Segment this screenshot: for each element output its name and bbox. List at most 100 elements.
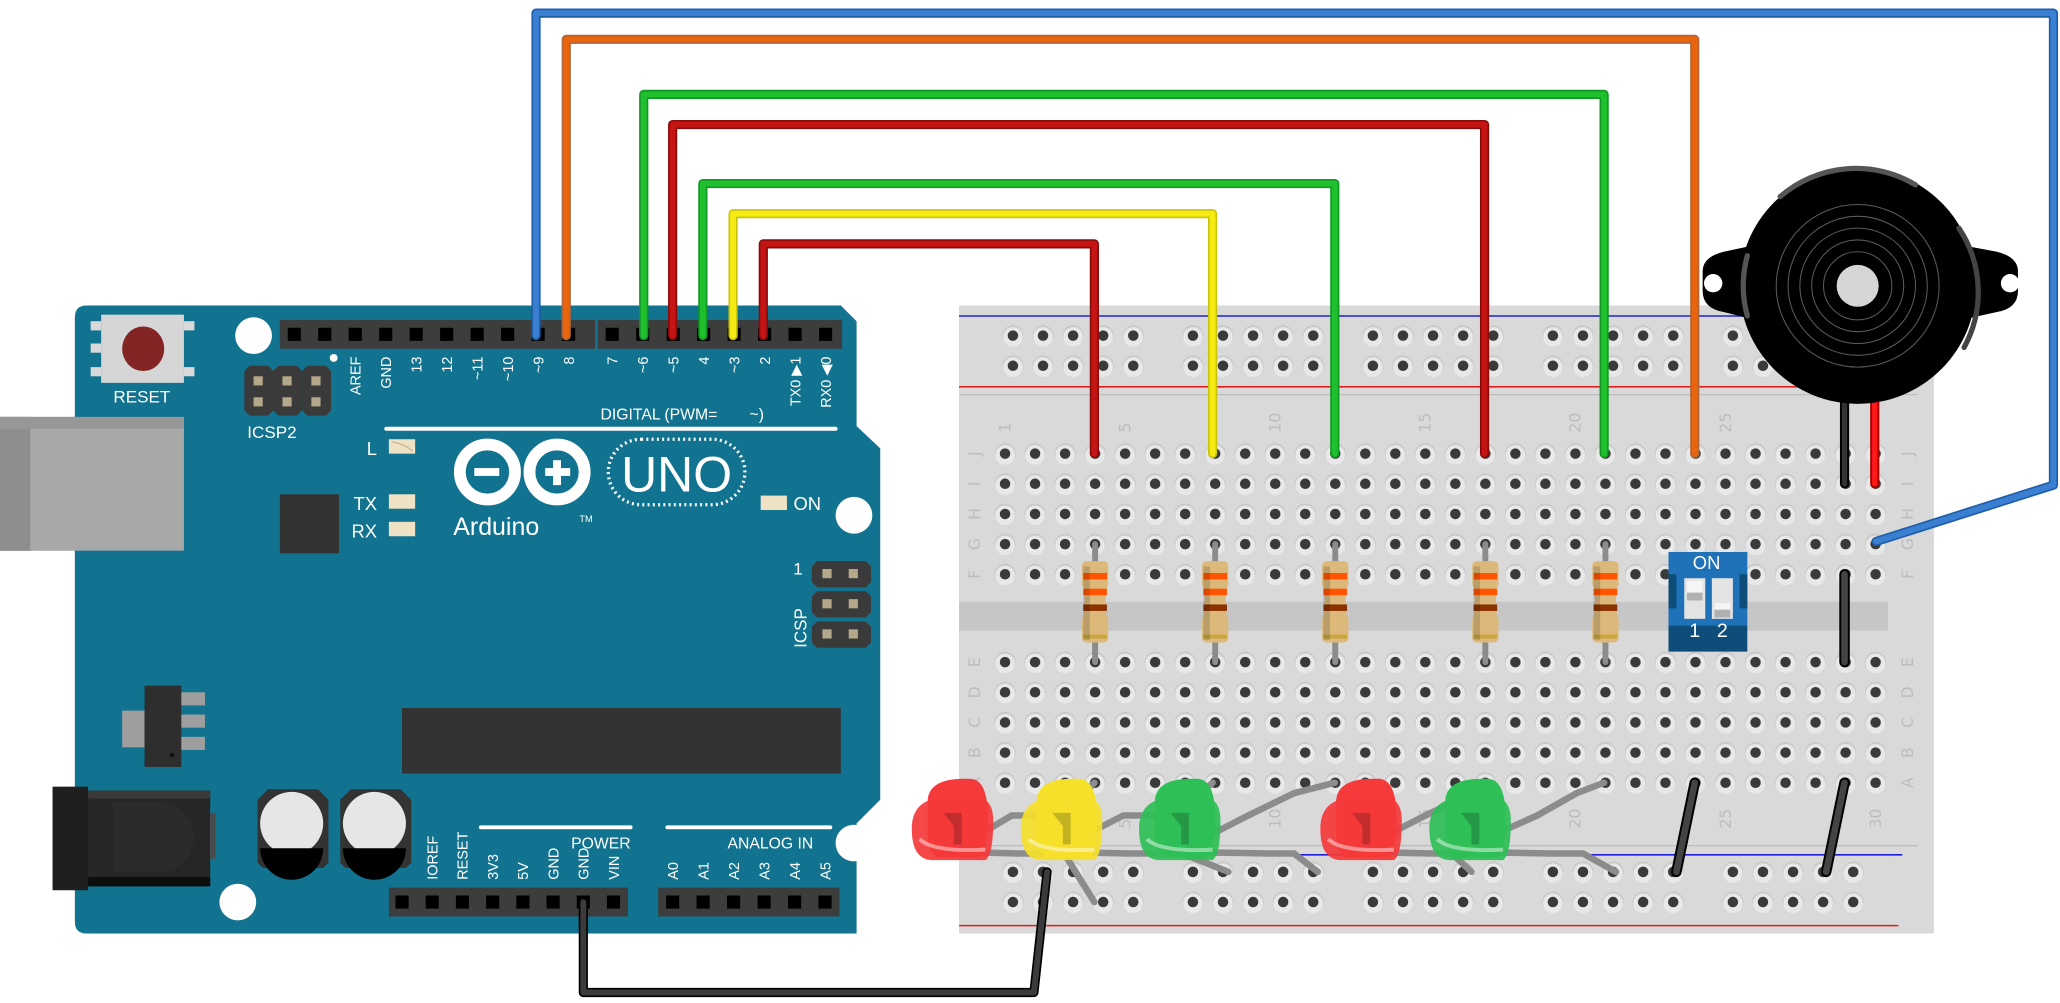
row-label: J: [965, 451, 984, 457]
resistor-band: [1203, 588, 1228, 596]
mounting-hole: [835, 824, 873, 862]
resistor-band: [1323, 604, 1348, 611]
wire-gnd-black: [578, 867, 1052, 998]
header-pin[interactable]: [425, 895, 439, 909]
voltage-regulator: [122, 685, 205, 767]
digital-header-right: [597, 319, 843, 349]
arduino-logo: [453, 438, 591, 506]
header-pin[interactable]: [546, 895, 560, 909]
wire-pin8-orange: [561, 34, 1700, 459]
header-pin[interactable]: [470, 327, 484, 341]
led-red: [911, 778, 994, 861]
row-label: H: [1898, 508, 1917, 520]
header-pin[interactable]: [666, 895, 680, 909]
row-label: B: [1898, 747, 1917, 758]
microcontroller-chip: [402, 708, 841, 774]
resistor-band: [1083, 572, 1107, 580]
header-pin[interactable]: [516, 895, 530, 909]
analog-pin-label: A2: [727, 862, 743, 880]
header-pin[interactable]: [818, 895, 832, 909]
row-label: E: [965, 657, 984, 667]
header-pin[interactable]: [287, 327, 301, 341]
jumper-wires-black: [1671, 569, 1850, 878]
icsp-label: ICSP: [792, 608, 811, 648]
led-green: [1429, 778, 1511, 861]
resistor-band: [1323, 634, 1348, 639]
header-pin[interactable]: [696, 895, 710, 909]
digital-header-label: DIGITAL (PWM=: [600, 407, 717, 424]
row-label: I: [1898, 481, 1917, 486]
row-label: G: [965, 538, 984, 550]
mounting-hole: [219, 883, 257, 921]
row-label: A: [1898, 777, 1917, 788]
analog-pin-label: A3: [757, 862, 773, 880]
wire-pin2-red: [758, 239, 1099, 459]
buzzer-center: [1836, 264, 1879, 307]
resistor-band: [1203, 634, 1228, 639]
power-header-label: POWER: [571, 835, 631, 852]
column-label: 5: [1115, 423, 1134, 433]
header-pin[interactable]: [788, 895, 802, 909]
row-label: D: [1898, 686, 1917, 698]
power-pin-label: 5V: [516, 862, 532, 880]
led-on-label: ON: [794, 493, 822, 514]
resistor-band: [1593, 572, 1618, 580]
digital-pin-label: ~10: [501, 357, 517, 381]
wire-pin9-blue: [531, 8, 2059, 547]
row-label: C: [1898, 717, 1917, 728]
digital-pin-label: 12: [440, 357, 456, 373]
analog-pin-label: A5: [818, 862, 834, 880]
resistor-band: [1083, 634, 1107, 639]
header-pin[interactable]: [788, 327, 802, 341]
header-pin[interactable]: [606, 895, 621, 909]
led-l: [388, 439, 416, 454]
resistor-band: [1593, 604, 1618, 611]
resistor-band: [1473, 634, 1498, 639]
icsp2-header: [244, 354, 338, 416]
header-pin[interactable]: [455, 895, 470, 909]
dip-switch-label-2: 2: [1717, 620, 1728, 642]
digital-pin-label: RX0 ◀0: [819, 357, 835, 408]
header-pin[interactable]: [379, 327, 393, 341]
header-pin[interactable]: [409, 327, 423, 341]
dip-switch-toggle-2[interactable]: [1711, 578, 1733, 619]
dc-power-jack: [52, 786, 216, 891]
row-label: F: [1898, 570, 1917, 579]
row-label: I: [965, 481, 984, 486]
header-pin[interactable]: [757, 895, 771, 909]
led-on: [760, 495, 787, 511]
header-pin[interactable]: [395, 895, 409, 909]
usb-interface-chip: [279, 494, 339, 554]
dip-switch[interactable]: ON 1 2: [1668, 551, 1748, 652]
header-pin[interactable]: [486, 895, 500, 909]
header-pin[interactable]: [440, 327, 454, 341]
icsp2-label: ICSP2: [247, 423, 296, 442]
header-pin[interactable]: [501, 327, 515, 341]
usb-connector-edge: [0, 416, 31, 551]
piezo-buzzer: [1702, 165, 2020, 489]
arduino-wordmark: Arduino: [453, 513, 539, 541]
reset-button[interactable]: [90, 314, 195, 383]
analog-pin-label: A1: [696, 862, 712, 880]
resistor-band: [1323, 572, 1348, 580]
row-label: J: [1898, 451, 1917, 457]
analog-pin-label: A0: [666, 862, 682, 880]
header-pin[interactable]: [727, 895, 741, 909]
uno-badge-border: [606, 437, 747, 507]
header-pin[interactable]: [605, 327, 619, 341]
trademark-symbol: TM: [579, 514, 592, 524]
column-label: 25: [1716, 809, 1735, 829]
dip-switch-toggle-1[interactable]: [1684, 578, 1706, 619]
header-pin[interactable]: [348, 327, 362, 341]
header-pin[interactable]: [318, 327, 332, 341]
header-pin[interactable]: [819, 327, 833, 341]
wires: [531, 8, 2059, 998]
leds: [911, 778, 1511, 861]
resistor-band: [1473, 572, 1498, 580]
capacitor: [257, 789, 329, 880]
digital-pin-label: 13: [409, 357, 425, 373]
